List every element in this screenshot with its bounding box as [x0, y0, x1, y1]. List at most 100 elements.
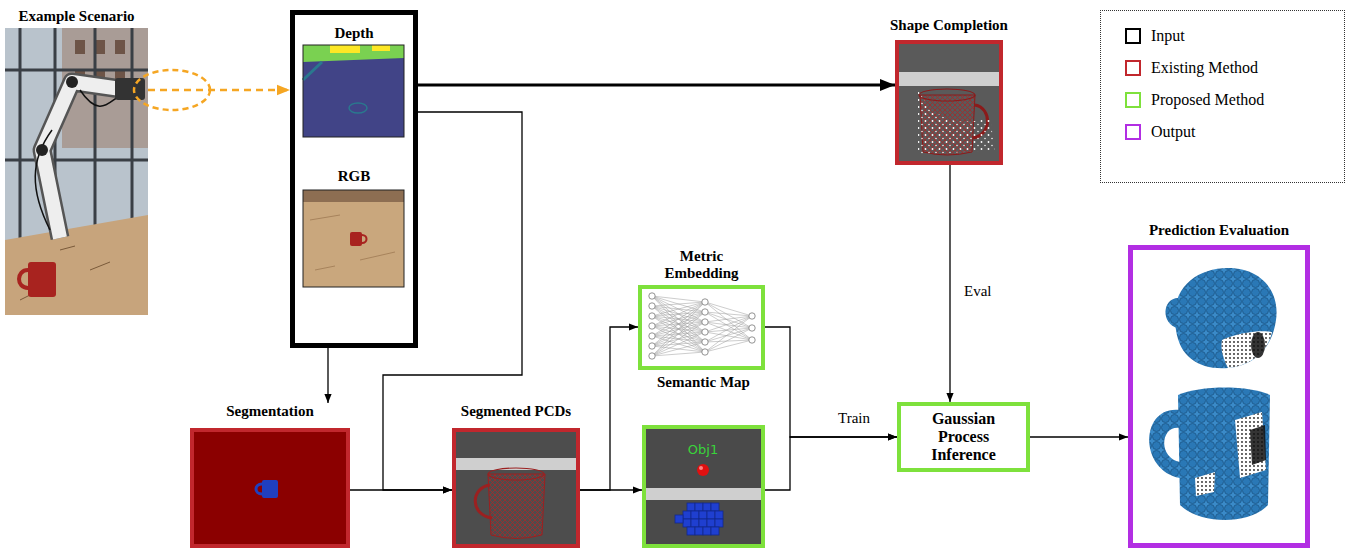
node-frame: [895, 40, 1003, 165]
rgb-image: [303, 190, 404, 287]
segmentation-image: [256, 484, 262, 494]
shape-completion-image: [899, 44, 999, 161]
semantic-map-image: [695, 503, 703, 511]
flow-arrow: [580, 327, 638, 490]
neural-network-image: [652, 296, 705, 356]
legend-text: Proposed Method: [1151, 91, 1264, 109]
segmented-pcd-image: [456, 432, 576, 544]
prediction-evaluation-box: Prediction Evaluation: [1128, 222, 1310, 548]
neural-network-image: [702, 329, 708, 335]
legend-text: Existing Method: [1151, 59, 1258, 77]
prediction-image: [1235, 412, 1266, 478]
legend-text: Input: [1151, 27, 1185, 45]
shape-completion-image: [919, 89, 975, 101]
segmentation-image: [194, 432, 346, 544]
semantic-map-image: [691, 519, 699, 527]
edge-label: Train: [836, 410, 872, 427]
neural-network-image: [652, 296, 705, 356]
legend-row: Output: [1125, 123, 1344, 141]
depth-image: [372, 45, 390, 51]
semantic-map-image: [707, 519, 715, 527]
scenario-photo: [42, 82, 128, 238]
semantic-map-image: [695, 527, 703, 535]
rgb-image: [303, 190, 404, 287]
segmented-pcd-image: [456, 432, 576, 544]
prediction-image: [1195, 472, 1215, 496]
train-arrow: [765, 437, 897, 490]
semantic-map-image: [715, 519, 723, 527]
scenario-photo: [20, 246, 110, 300]
semantic-map-image: [707, 511, 715, 519]
segmented-pcd-image: [488, 474, 545, 539]
rgb-image: [362, 235, 367, 243]
prediction-image: [1250, 425, 1266, 465]
depth-image: [330, 45, 360, 53]
input-box: DepthRGB: [290, 10, 418, 348]
node-frame: [452, 428, 580, 548]
scenario-photo: [42, 82, 128, 238]
depth-image: [303, 45, 404, 137]
prediction-image: [1175, 268, 1277, 368]
neural-network-image: [649, 313, 655, 319]
dashed-arrow: [148, 89, 290, 92]
node-heading: Segmentation: [226, 403, 314, 420]
rgb-image: [350, 232, 362, 246]
semantic-map-image: [683, 519, 691, 527]
node-heading: Example Scenario: [18, 8, 134, 25]
scenario-photo: [115, 40, 125, 54]
semantic-map-image: [683, 511, 691, 519]
semantic-map-image: [699, 519, 707, 527]
prediction-image: [1221, 331, 1272, 368]
eval-arrow: [949, 165, 950, 402]
neural-network-image: [749, 325, 755, 331]
thick-arrow: [418, 84, 895, 87]
neural-network-image: [649, 293, 755, 359]
prediction-image: [1235, 412, 1266, 478]
rgb-image: [310, 215, 395, 270]
neural-network-image: [702, 339, 708, 345]
segmentation-image: [262, 480, 278, 498]
depth-image: [303, 45, 404, 137]
neural-network-image: [652, 296, 705, 356]
semantic-map-image: [646, 488, 761, 500]
neural-network-image: [705, 302, 752, 352]
legend-box: InputExisting MethodProposed MethodOutpu…: [1100, 10, 1345, 183]
node-heading: Prediction Evaluation: [1149, 222, 1289, 239]
scenario-photo: Example Scenario: [5, 8, 148, 315]
train-arrow: [765, 327, 897, 437]
semantic-map-image: [703, 527, 711, 535]
flow-arrow: [327, 348, 328, 403]
node-heading: Metric Embedding: [657, 248, 747, 282]
scenario-photo: [35, 90, 120, 230]
neural-network-image: [702, 319, 708, 325]
legend-swatch: [1125, 124, 1141, 140]
flow-arrow: [350, 489, 452, 490]
depth-image: [303, 45, 404, 137]
semantic-map-image: [687, 503, 695, 511]
scenario-photo: [115, 78, 145, 100]
shape-completion-box: Shape Completion: [895, 17, 1003, 165]
semantic-map-image: [675, 503, 723, 535]
neural-network-image: [652, 296, 705, 356]
neural-network-image: [649, 323, 655, 329]
node-frame: [190, 428, 350, 548]
prediction-image: [1221, 331, 1272, 368]
scenario-photo: [36, 144, 48, 156]
neural-network-image: [649, 293, 755, 359]
legend-text: Output: [1151, 123, 1195, 141]
legend-row: Proposed Method: [1125, 91, 1344, 109]
depth-image: [303, 45, 404, 62]
scenario-photo: [28, 262, 56, 297]
segmented-pcd-box: Segmented PCDs: [452, 403, 580, 548]
scenario-photo: [5, 28, 148, 315]
semantic-map-image: [687, 527, 695, 535]
legend-row: Input: [1125, 27, 1344, 45]
neural-network-image: [705, 302, 752, 352]
node-frame: [5, 28, 148, 315]
node-heading: Segmented PCDs: [461, 403, 571, 420]
scenario-photo: [5, 28, 148, 240]
neural-network-image: [705, 302, 752, 352]
neural-network-image: [649, 353, 655, 359]
prediction-image: [1165, 298, 1180, 328]
